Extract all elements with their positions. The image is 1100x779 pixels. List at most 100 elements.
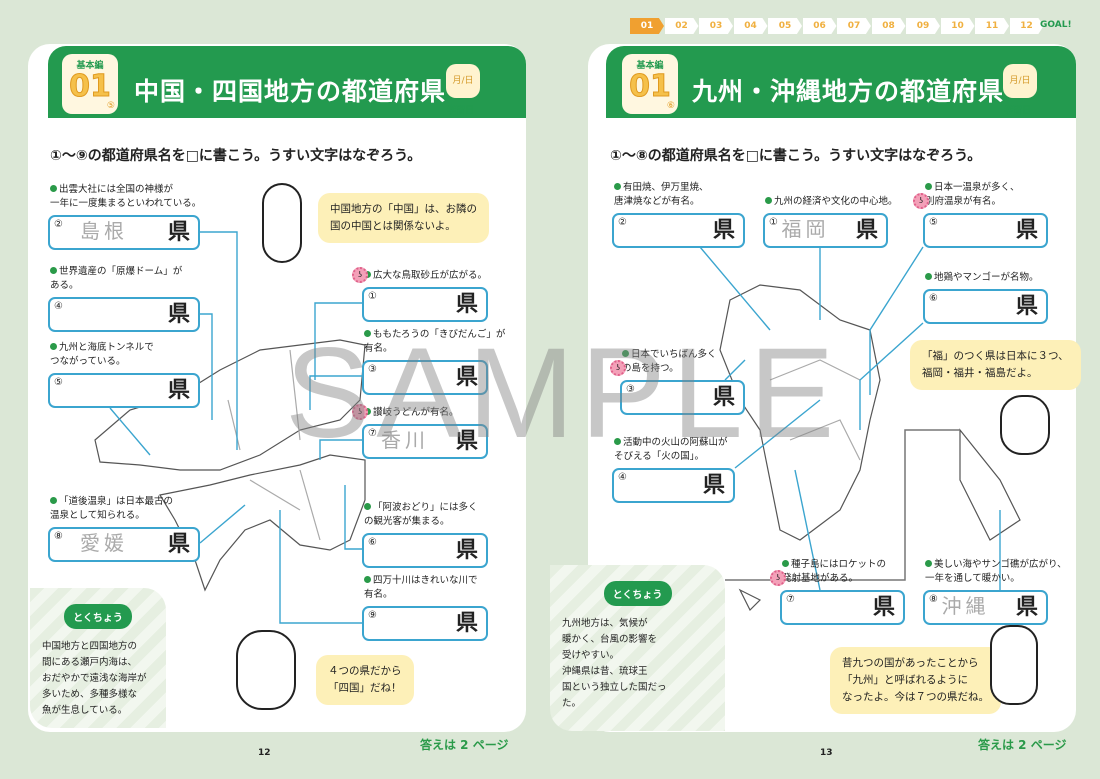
features-text: 中国地方と四国地方の 間にある瀬戸内海は、 おだやかで遠浅な海岸が 多いため、多…	[42, 641, 147, 716]
study-date-right[interactable]: 月/日	[1003, 64, 1037, 98]
speech-bubble: 中国地方の「中国」は、お隣の 国の中国とは関係ないよ。	[318, 193, 489, 243]
progress-step: 12	[1009, 18, 1044, 34]
study-date-left[interactable]: 月/日	[446, 64, 480, 98]
box-number: ③	[368, 364, 377, 375]
progress-step: 08	[871, 18, 906, 34]
ken-suffix: 県	[855, 218, 878, 243]
progress-step: 09	[906, 18, 940, 34]
ken-suffix: 県	[1015, 595, 1038, 620]
box-number: ⑧	[929, 594, 938, 605]
speech-bubble: 「福」のつく県は日本に３つ、 福岡・福井・福島だよ。	[910, 340, 1081, 390]
hint-marker-icon: ʖ	[770, 570, 786, 586]
ken-suffix: 県	[167, 378, 190, 403]
hint-marker-icon: ʖ	[610, 360, 626, 376]
page-number-right: 13	[820, 748, 833, 758]
box-number: ②	[618, 217, 627, 228]
box-number: ⑦	[368, 428, 377, 439]
study-date-caption: 学習日	[447, 106, 475, 116]
progress-step: 01	[630, 18, 664, 34]
progress-step: 05	[768, 18, 802, 34]
badge-number: 01	[69, 69, 112, 104]
ken-suffix: 県	[455, 365, 478, 390]
page-number-left: 12	[258, 748, 271, 758]
box-number: ⑤	[54, 377, 63, 388]
ken-suffix: 県	[872, 595, 895, 620]
features-panel-left: とくちょう中国地方と四国地方の 間にある瀬戸内海は、 おだやかで遠浅な海岸が 多…	[30, 588, 166, 728]
answer-reference-right: 答えは 2 ページ	[978, 738, 1067, 752]
box-number: ⑥	[368, 537, 377, 548]
header-right	[606, 46, 1076, 118]
prefecture-answer-box[interactable]: ② 島根 県	[48, 215, 200, 250]
box-number: ⑨	[368, 610, 377, 621]
progress-step: 04	[733, 18, 768, 34]
ken-suffix: 県	[455, 429, 478, 454]
instruction-right: ①～⑧の都道府県名を□に書こう。うすい文字はなぞろう。	[610, 148, 982, 164]
trace-text: 愛媛	[80, 531, 128, 555]
box-number: ⑤	[929, 217, 938, 228]
ken-suffix: 県	[1015, 218, 1038, 243]
trace-text: 福岡	[781, 217, 830, 241]
badge-number: 01	[629, 69, 672, 104]
speech-bubble: 昔九つの国があったことから 「九州」と呼ばれるように なったよ。今は７つの県だね…	[830, 647, 1001, 714]
page-title-right: 九州・沖縄地方の都道府県	[692, 77, 1005, 106]
badge-kind: 基本編	[636, 61, 664, 71]
ken-suffix: 県	[712, 385, 735, 410]
ken-suffix: 県	[167, 220, 190, 245]
progress-step: 03	[699, 18, 733, 34]
prefecture-hint: 「阿波おどり」には多く の観光客が集まる。	[364, 502, 478, 527]
study-date-caption: 学習日	[1004, 106, 1032, 116]
rabbit-character-illustration	[262, 183, 302, 263]
box-number: ④	[54, 301, 63, 312]
prefecture-hint: 九州と海底トンネルで つながっている。	[50, 342, 154, 367]
ken-suffix: 県	[702, 473, 725, 498]
progress-step: 10	[940, 18, 975, 34]
badge-kind: 基本編	[76, 61, 104, 71]
instruction-left: ①～⑨の都道府県名を□に書こう。うすい文字はなぞろう。	[50, 148, 422, 164]
progress-step: 11	[975, 18, 1009, 34]
features-label: とくちょう	[64, 604, 132, 629]
box-number: ⑦	[786, 594, 795, 605]
prefecture-hint: 美しい海やサンゴ礁が広がり、 一年を通して暖かい。	[925, 559, 1067, 584]
box-number: ⑧	[54, 531, 63, 542]
prefecture-hint: 有田焼、伊万里焼、 唐津焼などが有名。	[614, 182, 709, 207]
prefecture-hint: 四万十川はきれいな川で 有名。	[364, 575, 478, 600]
answer-reference-left: 答えは 2 ページ	[420, 738, 509, 752]
ken-suffix: 県	[455, 292, 478, 317]
hint-marker-icon: ʖ	[352, 267, 368, 283]
hint-marker-icon: ʖ	[913, 193, 929, 209]
prefecture-hint: 種子島にはロケットの 発射基地がある。	[782, 559, 887, 584]
ken-suffix: 県	[712, 218, 735, 243]
trace-text: 沖縄	[941, 594, 990, 618]
hint-marker-icon: ʖ	[352, 404, 368, 420]
prefecture-hint: 活動中の火山の阿蘇山が そびえる「火の国」。	[614, 437, 728, 462]
box-number: ②	[54, 219, 63, 230]
box-number: ④	[618, 472, 627, 483]
ken-suffix: 県	[1015, 294, 1038, 319]
box-number: ⑥	[929, 293, 938, 304]
badge-sub: ⑤	[106, 101, 115, 111]
features-label: とくちょう	[603, 581, 672, 606]
features-text: 九州地方は、気候が 暖かく、台風の影響を 受けやすい。 沖縄県は昔、琉球王 国と…	[562, 618, 667, 709]
trace-text: 島根	[80, 219, 128, 243]
box-number: ①	[368, 291, 377, 302]
page-title-left: 中国・四国地方の都道府県	[134, 77, 447, 106]
prefecture-hint: 日本一温泉が多く、 別府温泉が有名。	[925, 182, 1020, 207]
progress-step: 02	[664, 18, 699, 34]
